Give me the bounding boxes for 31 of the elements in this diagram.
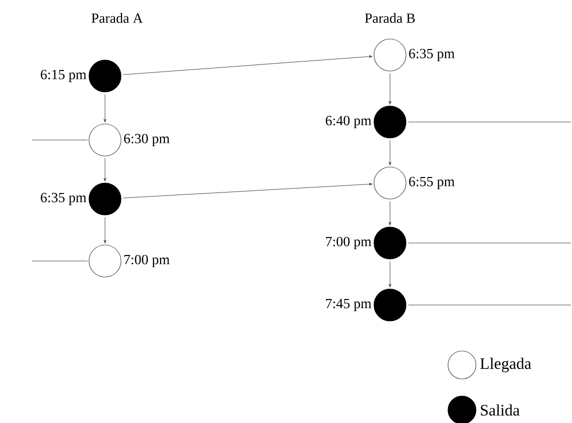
time-label: 6:35 pm (409, 48, 455, 62)
arrow (388, 73, 392, 104)
column-heading: Parada A (92, 13, 143, 23)
arrow (123, 182, 372, 198)
arrow (104, 158, 106, 182)
arrow (123, 55, 372, 75)
legend-item: Llegada (448, 350, 532, 380)
arrival-circle (374, 38, 406, 72)
time-label: 6:55 pm (409, 176, 455, 190)
time-label: 6:30 pm (124, 134, 170, 146)
column-heading: Parada B (364, 13, 415, 23)
arrow (104, 217, 106, 244)
departure-dot (374, 288, 406, 322)
departure-dot (374, 226, 406, 260)
time-label: 7:00 pm (124, 254, 170, 268)
arrival-circle (88, 244, 122, 278)
arrow (388, 140, 392, 166)
departure-dot (88, 60, 122, 92)
arrival-circle (88, 124, 122, 156)
time-label: 7:00 pm (326, 236, 372, 250)
departure-dot (374, 106, 406, 138)
time-label: 6:15 pm (40, 70, 86, 82)
arrow (388, 201, 392, 226)
departure-dot (88, 182, 122, 216)
arrival-circle (374, 166, 406, 200)
time-label: 6:35 pm (40, 192, 86, 206)
legend-item: Salida (448, 396, 520, 423)
time-label: 7:45 pm (326, 298, 372, 312)
time-label: 6:40 pm (326, 116, 372, 128)
arrow (388, 261, 392, 288)
arrow (104, 94, 106, 122)
